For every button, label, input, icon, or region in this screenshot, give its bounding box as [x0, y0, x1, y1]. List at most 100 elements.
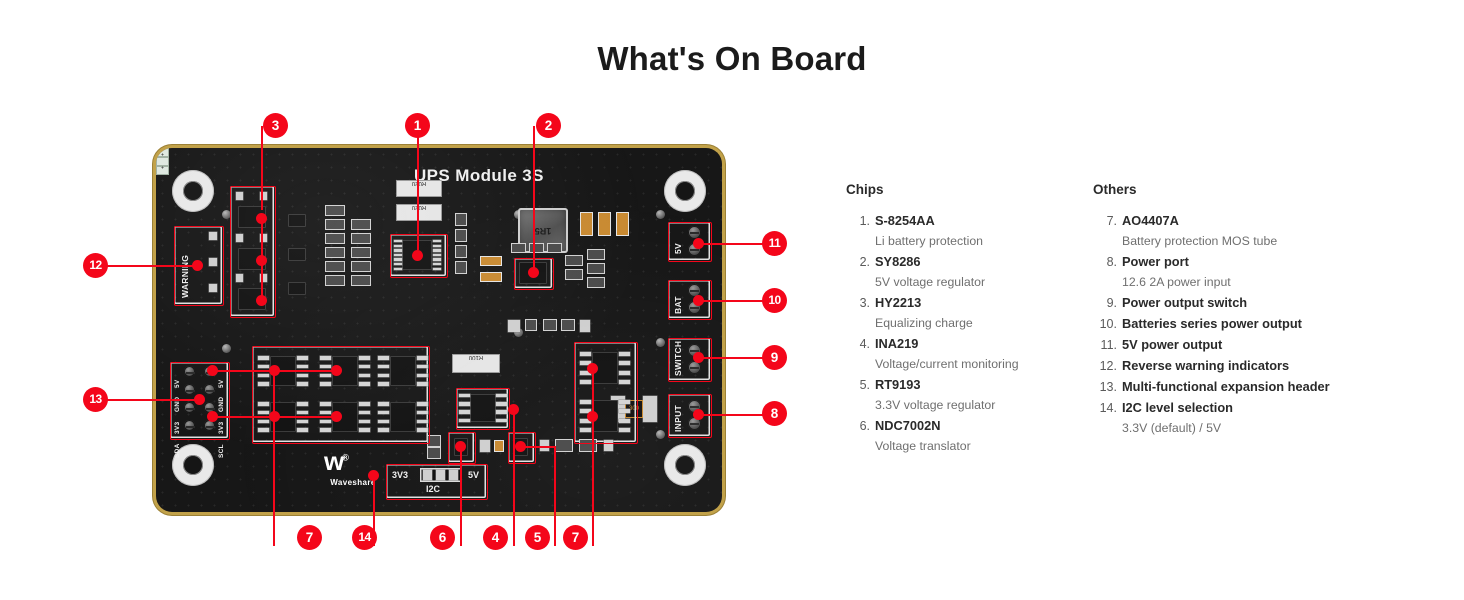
mosfet-pads — [619, 400, 630, 432]
header-pin[interactable] — [184, 402, 195, 413]
smd-part — [556, 440, 572, 451]
r020-marking: R020 — [411, 204, 427, 210]
mosfet-pads — [378, 402, 389, 432]
legend-item-number: 11. — [1100, 338, 1117, 352]
ao4407a-mosfet — [390, 356, 416, 386]
legend-item-number: 9. — [1106, 296, 1117, 310]
screw-terminal[interactable] — [688, 284, 701, 297]
annotation-dot-1 — [412, 250, 423, 261]
pcb-board: UPS Module 3S WARNING — [156, 148, 722, 512]
callout-marker-1: 1 — [405, 113, 430, 138]
header-pin[interactable] — [184, 420, 195, 431]
smd-resistor — [326, 276, 344, 285]
legend-item-others-10: 10.Batteries series power output — [1093, 314, 1393, 334]
header-pin[interactable] — [204, 402, 215, 413]
chip-pads — [433, 240, 441, 270]
callout-marker-7a: 7 — [297, 525, 322, 550]
fuse-pad — [643, 396, 657, 422]
mounting-hole — [172, 444, 214, 486]
legend-item-title: HY2213 — [875, 295, 922, 310]
ina219-chip — [470, 394, 496, 422]
legend-item-number: 14. — [1099, 401, 1117, 415]
callout-marker-13: 13 — [83, 387, 108, 412]
mosfet-pads — [417, 402, 428, 432]
callout-marker-3: 3 — [263, 113, 288, 138]
smd-resistor — [326, 206, 344, 215]
legend-item-title: RT9193 — [875, 377, 921, 392]
screw-terminal[interactable] — [688, 417, 701, 430]
header-pin[interactable] — [184, 384, 195, 395]
conn-bat-label: BAT — [673, 296, 683, 314]
legend-item-body: Multi-functional expansion header — [1122, 377, 1393, 397]
i2c-5v-label: 5V — [468, 470, 480, 480]
screw-terminal[interactable] — [688, 226, 701, 239]
screw-pad — [656, 430, 665, 439]
legend-item-title: SY8286 — [875, 254, 921, 269]
header-right-pin-scl: SCL — [218, 444, 225, 458]
smd-part — [480, 440, 490, 452]
callout-marker-10: 10 — [762, 288, 787, 313]
callout-marker-6: 6 — [430, 525, 455, 550]
annotation-dot-11 — [693, 238, 704, 249]
leader-line-8 — [698, 414, 774, 416]
leader-line-7b — [592, 368, 594, 546]
legend-item-body: Reverse warning indicators — [1122, 356, 1393, 376]
smd-part — [260, 192, 267, 200]
legend-item-body: 5V power output — [1122, 335, 1393, 355]
annotation-dot-13 — [194, 394, 205, 405]
screw-terminal[interactable] — [688, 361, 701, 374]
header-pin[interactable] — [204, 420, 215, 431]
legend-item-number: 5. — [859, 378, 870, 392]
pcb-silkscreen-title: UPS Module 3S — [414, 166, 544, 185]
legend-item-number: 2. — [859, 255, 870, 269]
annotation-dot-2 — [528, 267, 539, 278]
legend-item-number: 7. — [1106, 214, 1117, 228]
header-left-pin-3v3: 3V3 — [174, 421, 181, 434]
header-pin[interactable] — [204, 384, 215, 395]
legend-item-title: NDC7002N — [875, 418, 941, 433]
i2c-jumper-pad[interactable] — [423, 470, 432, 480]
screw-pad — [222, 210, 231, 219]
header-pin[interactable] — [184, 366, 195, 377]
callout-marker-7b: 7 — [563, 525, 588, 550]
r020-marking: R020 — [411, 180, 427, 186]
i2c-jumper-pad[interactable] — [436, 470, 445, 480]
i2c-jumper-pad[interactable] — [449, 470, 458, 480]
sot23-part — [288, 214, 306, 227]
chip-pads — [459, 394, 470, 422]
mosfet-pads — [580, 400, 591, 432]
mosfet-pads — [359, 356, 370, 386]
leader-line-14 — [373, 475, 375, 546]
smd-part — [260, 234, 267, 242]
inductor-marking: 1R5 — [534, 225, 552, 236]
warning-silk-label: WARNING — [180, 254, 190, 298]
leader-line-3b — [261, 218, 263, 300]
smd-part — [566, 270, 582, 279]
legend-item-subtitle: Li battery protection — [875, 234, 984, 248]
leader-line-13 — [106, 399, 200, 401]
smd-part — [566, 256, 582, 265]
waveshare-wordmark: Waveshare — [330, 478, 376, 487]
mosfet-pads — [258, 402, 269, 432]
smd-part — [428, 436, 440, 446]
legend-item-subtitle: 3.3V voltage regulator — [875, 398, 996, 412]
callout-marker-14: 14 — [352, 525, 377, 550]
conn-5v-label: 5V — [673, 243, 683, 254]
legend-item-chips-5: 5. RT9193 3.3V voltage regulator — [846, 375, 1096, 415]
fuse-body: 300 — [625, 400, 643, 418]
r100-marking: R100 — [468, 354, 484, 360]
smd-part — [580, 320, 590, 332]
legend-item-number: 8. — [1106, 255, 1117, 269]
legend-item-number: 13. — [1099, 380, 1117, 394]
smd-resistor — [209, 284, 217, 292]
annotation-dot-9 — [693, 352, 704, 363]
